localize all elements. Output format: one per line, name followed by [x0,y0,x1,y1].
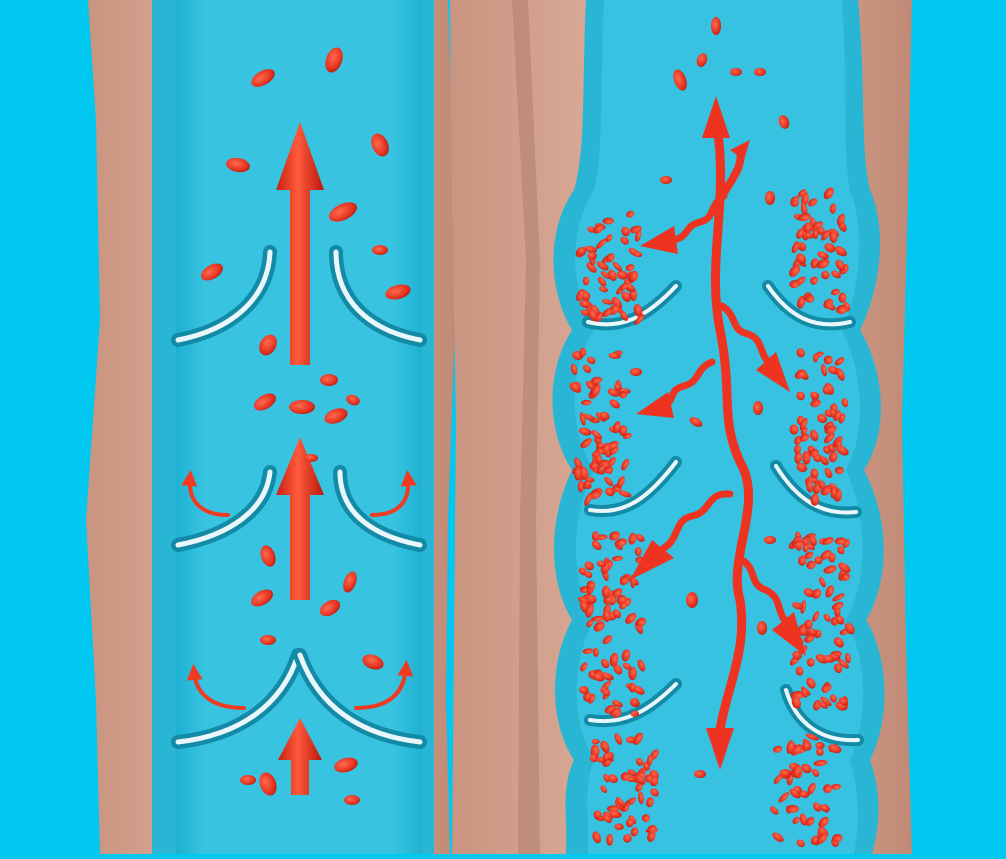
red-blood-cell-icon [753,401,763,415]
red-blood-cell-icon [754,68,766,76]
red-blood-cell-icon [304,454,318,462]
red-blood-cell-icon [583,277,590,286]
healthy-leg [86,0,456,854]
varicose-leg [450,0,912,854]
red-blood-cell-icon [320,374,338,386]
red-blood-cell-icon [686,592,698,608]
red-blood-cell-icon [730,68,742,76]
red-blood-cell-icon [630,368,642,376]
red-blood-cell-icon [694,770,706,778]
red-blood-cell-icon [764,536,776,544]
red-blood-cell-icon [757,621,767,635]
red-blood-cell-icon [660,176,672,184]
red-blood-cell-icon [260,635,276,645]
red-blood-cell-icon [240,775,256,785]
red-blood-cell-icon [372,245,388,255]
red-blood-cell-icon [711,17,721,35]
red-blood-cell-icon [631,711,640,717]
red-blood-cell-icon [765,191,775,205]
red-blood-cell-icon [289,400,315,414]
red-blood-cell-icon [344,795,360,805]
